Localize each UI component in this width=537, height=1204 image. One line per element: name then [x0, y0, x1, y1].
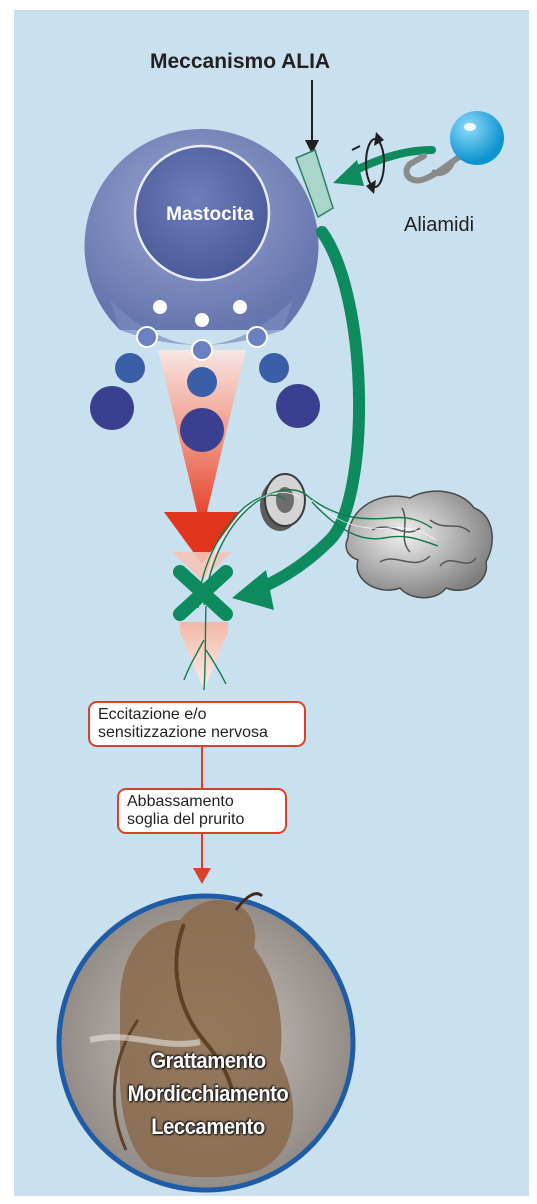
nerve-excitation-line-2: sensitizzazione nervosa: [98, 724, 296, 742]
diagram-title: Meccanismo ALIA: [150, 50, 410, 74]
aliamide-molecule-icon: [407, 111, 504, 181]
outcome-nibbling: Mordicchiamento: [88, 1077, 327, 1110]
mast-cell-label: Mastocita: [150, 204, 270, 226]
nerve-excitation-box: Eccitazione e/o sensitizzazione nervosa: [88, 701, 306, 747]
behavior-outcomes: Grattamento Mordicchiamento Leccamento: [88, 1044, 327, 1143]
itch-threshold-line-1: Abbassamento: [127, 793, 277, 811]
dog-illustration: [59, 894, 353, 1190]
brain-icon: [346, 491, 492, 598]
itch-threshold-box: Abbassamento soglia del prurito: [117, 788, 287, 834]
title-arrow: [305, 80, 319, 154]
nerve-excitation-line-1: Eccitazione e/o: [98, 706, 296, 724]
released-granules: [90, 327, 320, 452]
itch-threshold-line-2: soglia del prurito: [127, 811, 277, 829]
aliamide-label: Aliamidi: [404, 214, 474, 237]
outcome-scratching: Grattamento: [88, 1044, 327, 1077]
mast-cell: [85, 129, 319, 345]
spinal-cord-icon: [260, 474, 305, 531]
outcome-licking: Leccamento: [88, 1110, 327, 1143]
